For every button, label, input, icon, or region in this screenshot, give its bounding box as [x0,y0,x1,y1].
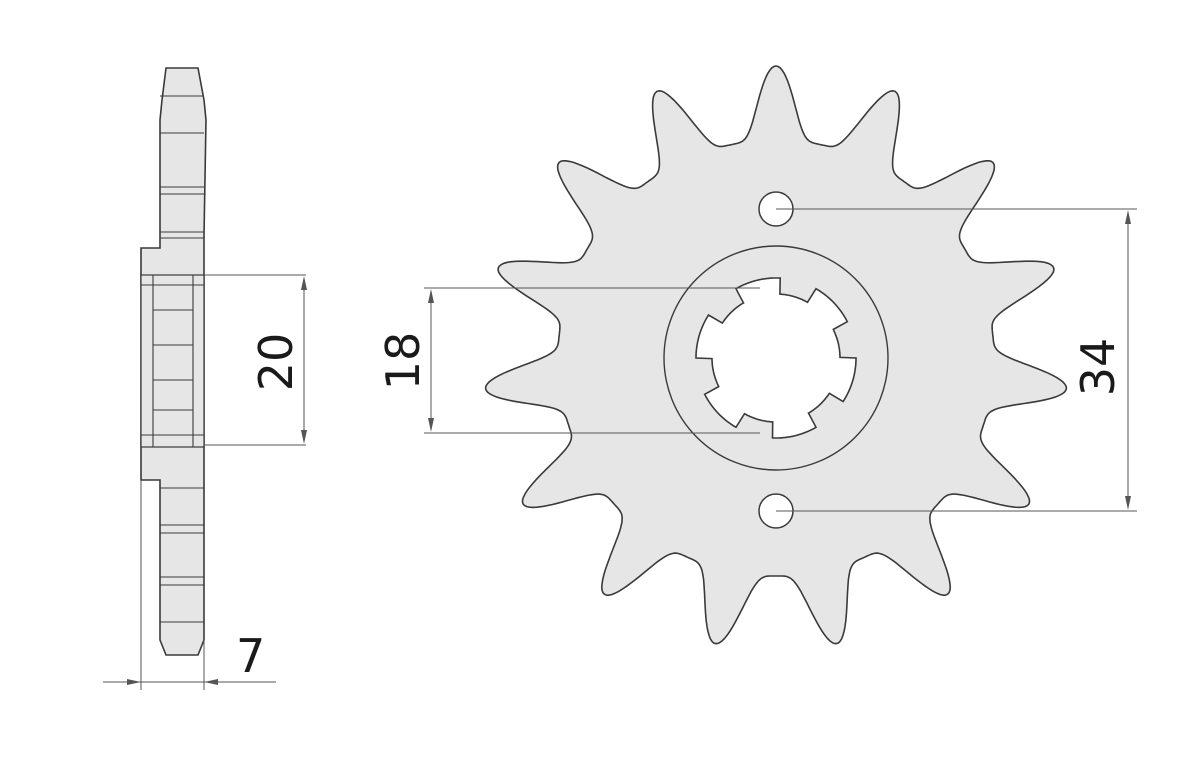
side-view-tooth-lines [141,95,204,623]
dimension-hub-width: 20 [204,274,307,446]
hub-circle [663,245,889,471]
dimension-bolt-spacing: 34 [776,208,1137,512]
dimension-label-7: 7 [236,629,265,683]
dimension-spline-diameter: 18 [376,287,760,434]
side-view: 20 7 [103,67,307,690]
dimension-thickness: 7 [103,480,276,690]
front-view: 18 34 [376,65,1137,645]
dimension-label-20: 20 [249,333,303,392]
dimension-label-34: 34 [1071,338,1125,397]
dimension-label-18: 18 [376,332,430,391]
side-view-hub [140,274,205,448]
spline-bore [695,277,857,439]
